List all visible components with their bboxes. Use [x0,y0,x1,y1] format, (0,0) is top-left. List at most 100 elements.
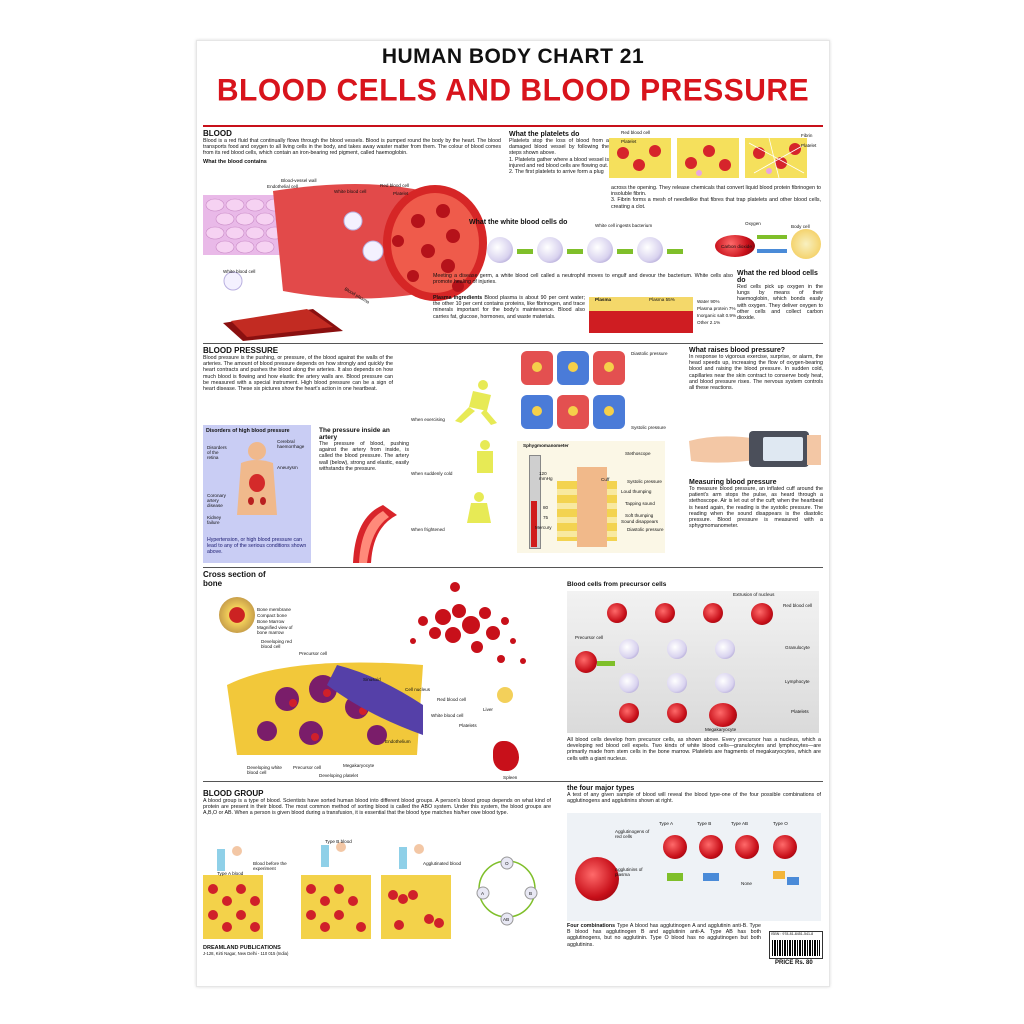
label-oxygen: Oxygen [745,221,761,226]
label-type-a: Type A blood [217,871,244,876]
label-precursor-2: Precursor cell [293,765,322,770]
sphyg-title: Sphygmomanometer [523,443,569,448]
precursor-heading-wrap: Blood cells from precursor cells [567,581,717,588]
label-diastolic: Diastolic pressure [631,351,668,356]
disorders-box: Disorders of high blood pressure Hyperte… [203,425,311,563]
raises-section: What raises blood pressure? In response … [689,347,823,391]
poster: HUMAN BODY CHART 21 BLOOD CELLS AND BLOO… [196,40,830,987]
label-type-ab-col: Type AB [731,821,749,826]
label-rbc: Red blood cell [380,183,410,188]
divider-1 [203,343,823,344]
type-a-cell [663,835,687,859]
label-sphyg-systolic: Systolic pressure [627,479,662,484]
pc-r2 [655,603,675,623]
label-aneurysm: Aneurysm [277,465,298,470]
label-liver: Liver [483,707,493,712]
label-ab: AB [503,917,510,922]
bp-section: BLOOD PRESSURE Blood pressure is the pus… [203,346,393,392]
red-cells-section: What the red blood cells do Red cells pi… [737,270,823,321]
label-systolic: Systolic pressure [631,425,666,430]
blood-text: Blood is a red fluid that continually fl… [203,138,501,157]
plasma-heading: Plasma ingredients [433,295,483,301]
label-platelet: Platelet [393,191,409,196]
label-spleen: Spleen [503,775,518,780]
label-lymphocyte: Lymphocyte [785,679,810,684]
liver-spleen-illustration [487,685,527,775]
red-cell-oxygen-illustration [711,221,823,263]
label-type-a-col: Type A [659,821,674,826]
type-b-agglutinin [703,873,719,881]
label-agglutinogens: Agglutinogens of red cells [615,829,650,839]
label-disappears: Sound disappears [621,519,659,524]
label-water: Water 90% [697,299,720,304]
co2-arrow [757,249,787,253]
blood-contains-label: What the blood contains [203,158,267,165]
platelets-intro: Platelets stop the loss of blood from a … [509,138,609,157]
label-a: A [481,891,485,896]
label-fibrin: Fibrin [801,133,813,138]
plasma-tube [589,295,693,339]
four-section: the four major types A test of any given… [567,785,821,804]
plasma-paragraph: Plasma ingredients Blood plasma is about… [433,295,585,320]
divider-2 [203,567,823,568]
artery-heading: The pressure inside an artery [319,427,390,441]
wbc-step-4 [637,237,663,263]
label-other: Other 2.1% [697,320,721,325]
label-magnified: Magnified view of bone marrow [257,625,293,635]
pc-precursor [575,651,597,673]
label-bone-rbc: Red blood cell [437,697,467,702]
type-o-agglutinin-1 [773,871,785,879]
pc-g1 [619,639,639,659]
label-marrow: Bone Marrow [257,619,285,624]
label-none: None [741,881,752,886]
artery-section: The pressure inside an artery The pressu… [319,427,409,472]
label-sphyg-diastolic: Diastolic pressure [627,527,664,532]
label-o: O [505,861,509,866]
label-before: Blood before the experiment [253,861,287,871]
barcode [769,931,823,959]
label-coronary: Coronary artery disease [207,493,226,508]
red-cells-text: Red cells pick up oxygen in the lungs by… [737,284,823,322]
bone-section-icon [219,597,255,637]
white-cell-sequence [483,231,701,271]
four-intro: A test of any given sample of blood will… [567,792,821,805]
measuring-section: Measuring blood pressure To measure bloo… [689,479,823,529]
group-text: A blood group is a type of blood. Scient… [203,798,551,817]
label-agglutinins: Agglutinins of plasma [615,867,643,877]
divider-3 [203,781,823,782]
main-title: BLOOD CELLS AND BLOOD PRESSURE [216,73,810,108]
pc-r4 [751,603,773,625]
label-retina: Disorders of the retina [207,445,227,460]
price: PRICE Rs. 80 [775,960,813,966]
bp-text: Blood pressure is the pushing, or pressu… [203,355,393,393]
label-platelets-rbc: Red blood cell [621,130,651,135]
pc-m1 [619,703,639,723]
label-b: B [529,891,533,896]
artery-text: The pressure of blood, pushing against t… [319,441,409,472]
label-ingests: White cell ingests bacterium [595,223,653,228]
label-cuff: Cuff [601,477,610,482]
group-section: BLOOD GROUP A blood group is a type of b… [203,789,551,817]
label-dev-platelet: Developing platelet [319,773,359,778]
red-cells-heading: What the red blood cells do [737,270,818,284]
rbc-oxygen [715,235,755,257]
label-developing-rbc: Developing red blood cell [261,639,292,649]
platelets-step1: 1. Platelets gather where a blood vessel… [509,156,609,169]
bone-heading-wrap: Cross section of bone [203,570,273,588]
label-mmhg: 120 mmHg [539,471,553,481]
cells-layer [589,311,693,333]
wbc-step-2 [537,237,563,263]
plasma-section: Plasma ingredients Blood plasma is about… [433,295,585,320]
label-cerebral: Cerebral haemorrhage [277,439,305,449]
four-types-diagram [567,813,821,921]
type-b-cell [699,835,723,859]
bone-heading: Cross section of bone [203,570,266,588]
combos-heading: Four combinations [567,923,616,929]
platelet-clot-illustration [609,133,809,183]
vessel-svg [203,184,487,341]
pc-l3 [715,673,735,693]
label-stethoscope: Stethoscope [625,451,651,456]
type-ab-cell [735,835,759,859]
disorders-heading: Disorders of high blood pressure [206,428,290,434]
blood-section: BLOOD Blood is a red fluid that continua… [203,129,501,165]
